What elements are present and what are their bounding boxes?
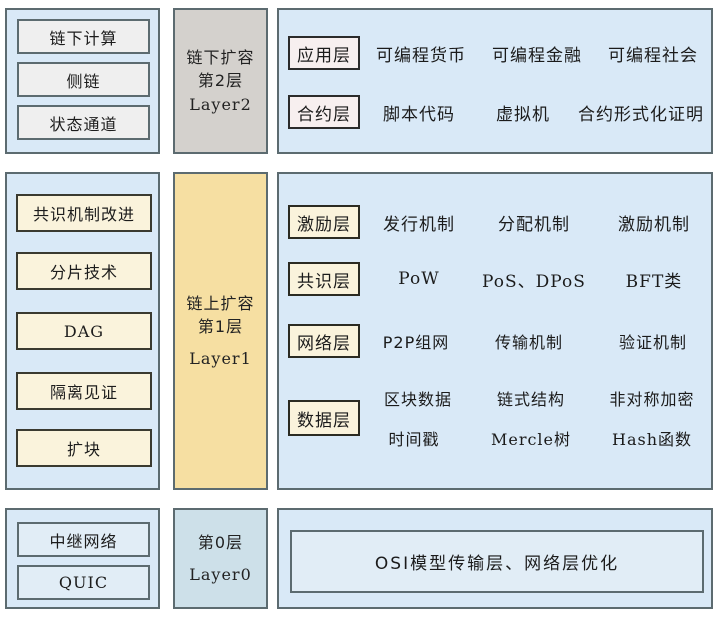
chip-block-enlargement[interactable]: 扩块 <box>16 429 152 467</box>
column-label-layer2: 链下扩容 第2层 Layer2 <box>173 8 268 154</box>
layer-tag-data[interactable]: 数据层 <box>288 400 360 436</box>
item-virtual-machine: 虚拟机 <box>496 104 550 125</box>
layer-tag-network[interactable]: 网络层 <box>288 324 360 358</box>
item-hash-function: Hash函数 <box>611 430 692 449</box>
item-distribution-mechanism: 分配机制 <box>498 214 570 235</box>
item-programmable-currency: 可编程货币 <box>376 45 466 66</box>
row-layer0-right-panel: OSI模型传输层、网络层优化 <box>277 508 713 609</box>
item-pow: PoW <box>398 269 440 289</box>
layer0-line-1: 第0层 <box>197 532 244 552</box>
item-asymmetric-encryption: 非对称加密 <box>609 390 695 409</box>
layer1-line-1: 链上扩容 <box>186 294 255 314</box>
chip-dag[interactable]: DAG <box>16 312 152 350</box>
layer-tag-contract[interactable]: 合约层 <box>288 95 360 129</box>
item-programmable-society: 可编程社会 <box>608 45 698 66</box>
chip-sidechain[interactable]: 侧链 <box>17 62 150 97</box>
item-bft-class: BFT类 <box>625 271 683 292</box>
item-programmable-finance: 可编程金融 <box>492 45 582 66</box>
column-label-layer0: 第0层 Layer0 <box>173 508 268 609</box>
item-p2p-networking: P2P组网 <box>382 333 450 352</box>
item-transmission-mechanism: 传输机制 <box>494 333 563 352</box>
layer2-line-2: 第2层 <box>197 71 244 91</box>
item-pos-dpos: PoS、DPoS <box>482 271 586 292</box>
item-incentive-mechanism: 激励机制 <box>618 214 690 235</box>
chip-offchain-compute[interactable]: 链下计算 <box>17 19 150 54</box>
item-script-code: 脚本代码 <box>383 104 455 125</box>
row-layer0-left-panel: 中继网络 QUIC <box>5 508 160 609</box>
layer-tag-application[interactable]: 应用层 <box>288 36 360 70</box>
column-label-layer1: 链上扩容 第1层 Layer1 <box>173 172 268 490</box>
row-layer2-right-panel: 应用层 可编程货币 可编程金融 可编程社会 合约层 脚本代码 虚拟机 合约形式化… <box>277 8 713 154</box>
chip-quic[interactable]: QUIC <box>17 565 150 600</box>
row-layer2-left-panel: 链下计算 侧链 状态通道 <box>5 8 160 154</box>
layer-tag-incentive[interactable]: 激励层 <box>288 205 360 239</box>
chip-consensus-improvement[interactable]: 共识机制改进 <box>16 194 152 232</box>
item-block-data: 区块数据 <box>383 390 452 409</box>
item-verification-mechanism: 验证机制 <box>618 333 687 352</box>
row-layer1-right-panel: 激励层 发行机制 分配机制 激励机制 共识层 PoW PoS、DPoS BFT类… <box>277 172 713 490</box>
chip-osi-optimization[interactable]: OSI模型传输层、网络层优化 <box>290 530 704 593</box>
row-layer1-left-panel: 共识机制改进 分片技术 DAG 隔离见证 扩块 <box>5 172 160 490</box>
layer2-line-3: Layer2 <box>189 94 252 114</box>
chip-relay-network[interactable]: 中继网络 <box>17 522 150 557</box>
layer0-line-2: Layer0 <box>189 565 252 584</box>
layer2-line-1: 链下扩容 <box>186 48 255 68</box>
item-issuance-mechanism: 发行机制 <box>383 214 455 235</box>
layer1-line-3: Layer1 <box>189 348 252 368</box>
chip-sharding[interactable]: 分片技术 <box>16 252 152 290</box>
layer1-line-2: 第1层 <box>197 317 244 337</box>
item-timestamp: 时间戳 <box>388 430 440 449</box>
layer-tag-consensus[interactable]: 共识层 <box>288 262 360 296</box>
chip-state-channel[interactable]: 状态通道 <box>17 105 150 140</box>
item-merkle-tree: Mercle树 <box>490 430 572 449</box>
item-chain-structure: 链式结构 <box>496 390 565 409</box>
item-contract-formal-verification: 合约形式化证明 <box>578 104 704 125</box>
chip-segwit[interactable]: 隔离见证 <box>16 372 152 410</box>
